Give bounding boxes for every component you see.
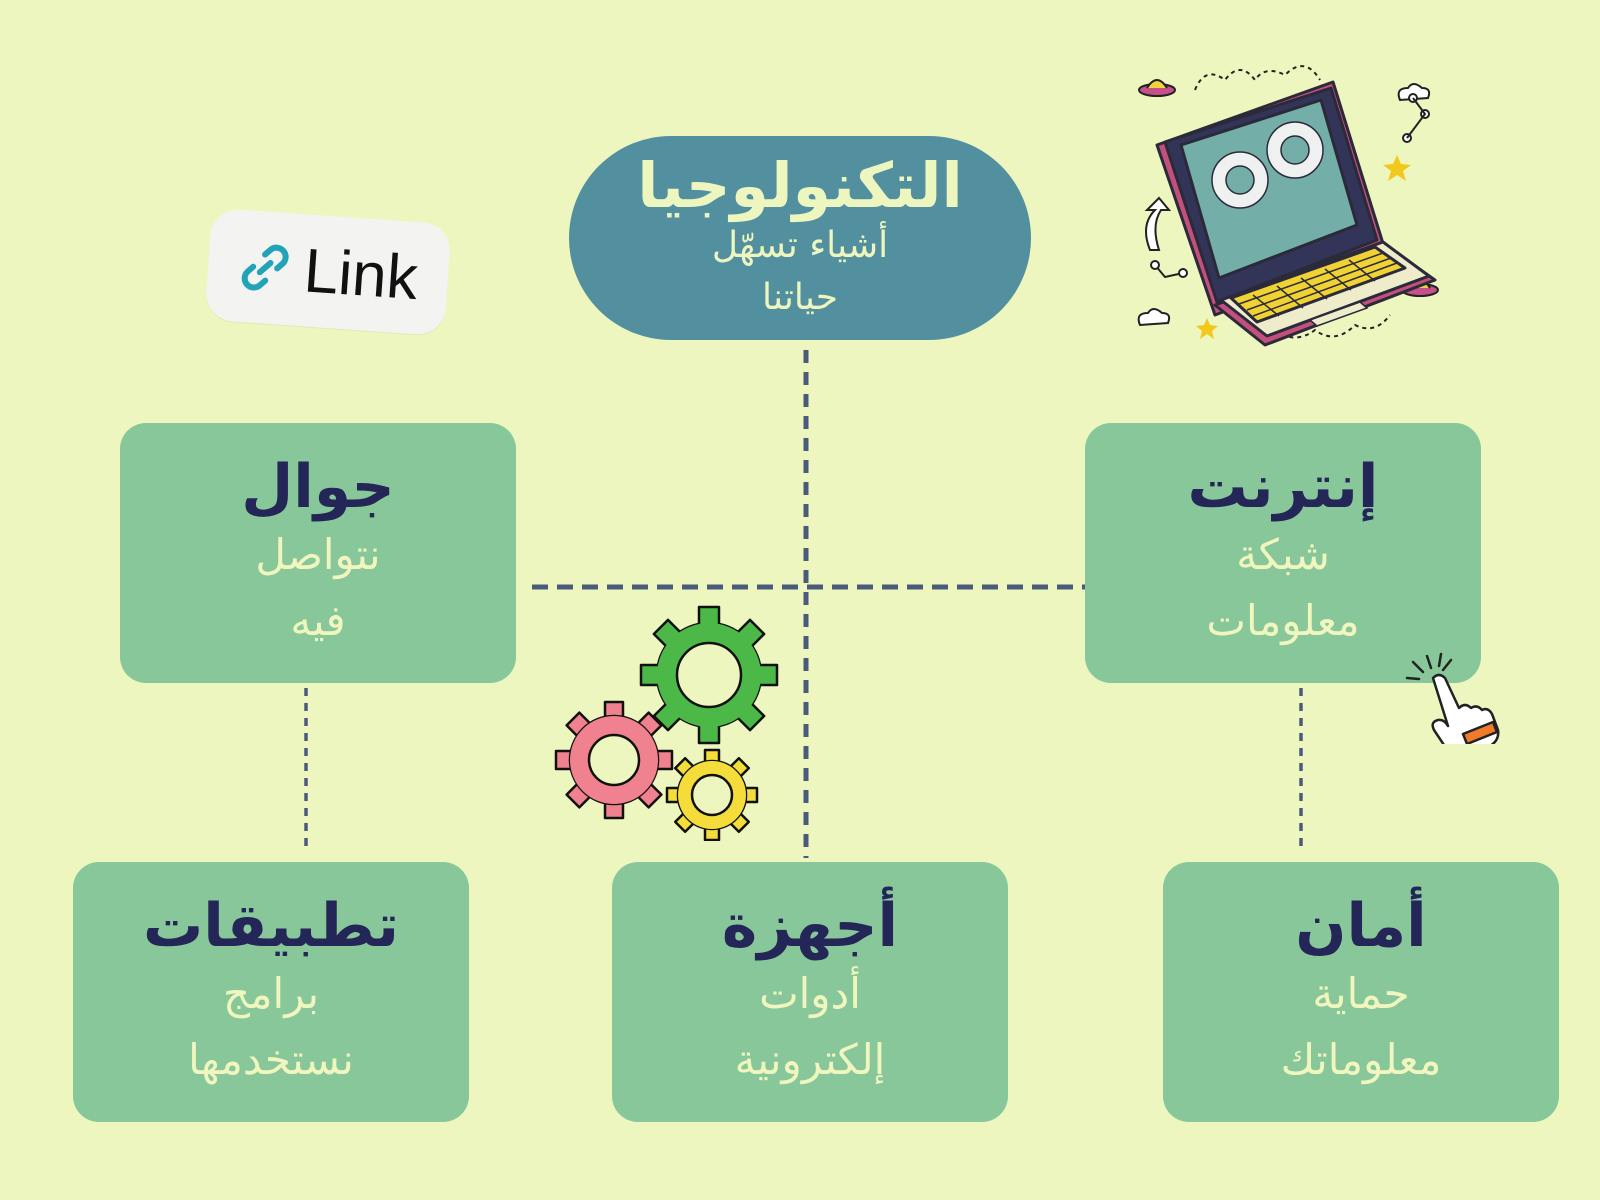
link-chip[interactable]: Link [204, 207, 452, 337]
root-node: التكنولوجيا أشياء تسهّل حياتنا [569, 136, 1031, 340]
node-devices-title: أجهزة [721, 891, 899, 962]
pointer-hand-icon [1405, 652, 1500, 744]
node-internet: إنترنت شبكة معلومات [1085, 423, 1481, 683]
node-security-title: أمان [1295, 891, 1427, 962]
node-internet-sub1: شبكة [1236, 530, 1330, 580]
node-apps: تطبيقات برامج نستخدمها [73, 862, 469, 1122]
link-icon [241, 244, 289, 291]
root-subtitle: أشياء تسهّل حياتنا [711, 224, 889, 319]
node-internet-sub2: معلومات [1206, 595, 1360, 645]
node-apps-sub1: برامج [222, 969, 320, 1019]
laptop-icon [1137, 65, 1439, 347]
root-title: التكنولوجيا [637, 148, 963, 222]
node-security-sub2: معلوماتك [1280, 1034, 1442, 1084]
gears-icon [554, 605, 779, 841]
node-security: أمان حماية معلوماتك [1163, 862, 1559, 1122]
node-devices: أجهزة أدوات إلكترونية [612, 862, 1008, 1122]
node-mobile-sub2: فيه [290, 595, 346, 645]
node-apps-sub2: نستخدمها [188, 1034, 354, 1084]
node-security-sub1: حماية [1312, 969, 1410, 1019]
node-internet-title: إنترنت [1187, 452, 1379, 523]
node-devices-sub2: إلكترونية [734, 1034, 886, 1084]
link-label: Link [301, 235, 421, 313]
node-mobile: جوال نتواصل فيه [120, 423, 516, 683]
node-mobile-sub1: نتواصل [255, 530, 381, 580]
node-devices-sub1: أدوات [759, 969, 861, 1019]
node-apps-title: تطبيقات [143, 891, 399, 962]
node-mobile-title: جوال [241, 452, 395, 523]
